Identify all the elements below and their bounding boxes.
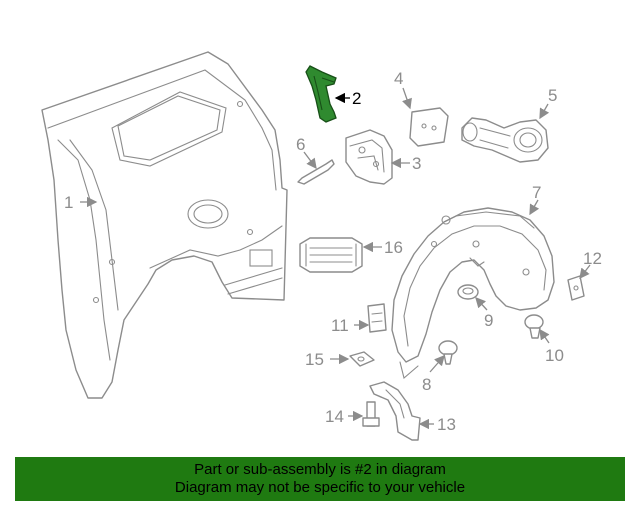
push-pin-10-part (524, 314, 544, 339)
clip-12-part (567, 275, 585, 301)
callout-2: 2 (352, 89, 361, 108)
wheelhouse-liner-part (391, 207, 555, 363)
info-banner: Part or sub-assembly is #2 in diagram Di… (15, 457, 625, 501)
bolt-14-part (362, 401, 380, 427)
leader-4 (402, 87, 412, 110)
vent-16-part (299, 237, 363, 273)
rod-6-part (297, 159, 335, 185)
callout-15: 15 (305, 350, 324, 369)
callout-5: 5 (548, 86, 557, 105)
leader-9 (475, 297, 488, 311)
callout-3: 3 (412, 154, 421, 173)
grommet-9-part (457, 284, 479, 300)
callout-9: 9 (484, 311, 493, 330)
push-pin-8-part (438, 340, 458, 365)
callout-4: 4 (394, 69, 403, 88)
leader-8 (429, 355, 445, 373)
callout-16: 16 (384, 238, 403, 257)
clip-11-part (367, 303, 387, 333)
callout-12: 12 (583, 249, 602, 268)
banner-line-2: Diagram may not be specific to your vehi… (174, 479, 466, 496)
callout-14: 14 (325, 407, 344, 426)
callout-6: 6 (296, 135, 305, 154)
highlighted-bracket-part (305, 65, 337, 123)
banner-line-1: Part or sub-assembly is #2 in diagram (194, 461, 446, 478)
callout-leaders (80, 87, 591, 430)
callout-10: 10 (545, 346, 564, 365)
leader-6 (303, 151, 317, 170)
fuel-housing-part (461, 117, 549, 163)
callout-8: 8 (422, 375, 431, 394)
callout-13: 13 (437, 415, 456, 434)
quarter-panel-part (41, 51, 288, 399)
splash-guard-13-part (369, 361, 421, 441)
leader-12 (579, 264, 591, 280)
callout-7: 7 (532, 183, 541, 202)
bracket-3-part (345, 129, 393, 185)
leader-7 (529, 199, 540, 216)
callout-11: 11 (331, 316, 349, 335)
leader-5 (539, 103, 550, 120)
callout-numbers: 1 2 3 4 5 6 7 8 9 10 11 12 13 14 15 16 (64, 69, 602, 434)
leader-10 (539, 328, 550, 344)
nut-15-part (349, 351, 375, 367)
callout-1: 1 (64, 193, 73, 212)
fuel-door-part (409, 107, 449, 147)
parts-diagram: 1 2 3 4 5 6 7 8 9 10 11 12 13 14 15 16 (41, 51, 602, 441)
